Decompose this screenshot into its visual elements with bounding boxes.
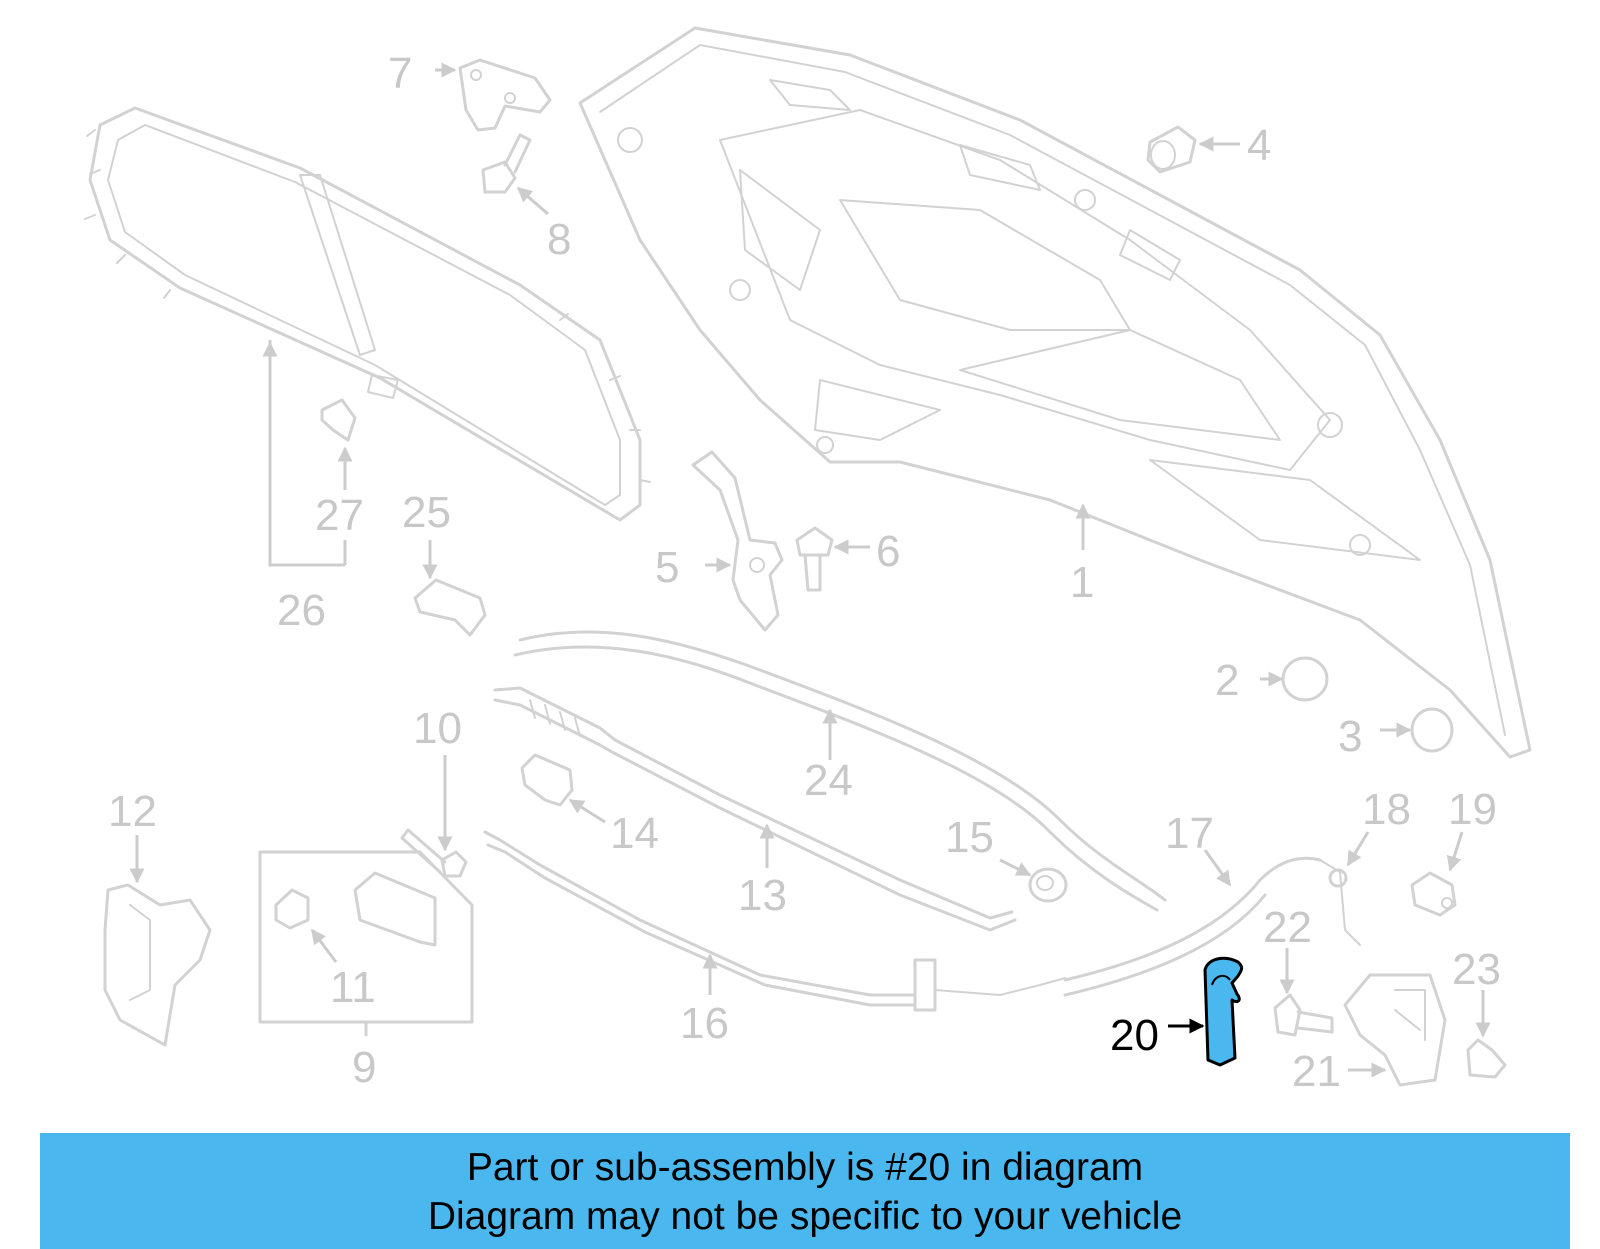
plug-2-part	[1281, 656, 1329, 702]
bumper-25-part	[413, 578, 487, 637]
leader-17	[1203, 849, 1232, 887]
callout-20: 20	[1110, 1011, 1159, 1060]
callout-2: 2	[1215, 656, 1239, 705]
callout-5: 5	[655, 543, 679, 592]
weatherstrip-part	[513, 630, 1167, 912]
leader-14	[568, 798, 606, 824]
callout-8: 8	[547, 215, 571, 264]
leader-18	[1346, 831, 1370, 867]
callout-3: 3	[1338, 712, 1362, 761]
clip-19-part	[1410, 871, 1457, 917]
callout-23: 23	[1452, 945, 1501, 994]
clip-27-part	[320, 398, 357, 442]
leader-11	[310, 928, 338, 963]
caption-line-1: Part or sub-assembly is #20 in diagram	[466, 1146, 1144, 1189]
callout-16: 16	[680, 999, 729, 1048]
hinge-part	[691, 450, 784, 632]
hood-clip-part	[458, 58, 552, 132]
callout-26: 26	[277, 586, 326, 635]
caption-line-2: Diagram may not be specific to your vehi…	[427, 1195, 1183, 1238]
leader-15	[999, 858, 1032, 877]
bolt-6-part	[795, 526, 834, 592]
callout-10: 10	[413, 704, 462, 753]
bolt-8-part	[481, 133, 532, 194]
callout-1: 1	[1070, 558, 1094, 607]
cable-17-part	[1063, 856, 1361, 997]
callout-9: 9	[352, 1043, 376, 1092]
bracket-12-part	[103, 883, 212, 1047]
bolt-22-part	[1273, 993, 1334, 1037]
leader-lines	[129, 62, 1491, 1078]
part-18	[1328, 868, 1348, 888]
release-cable-part	[483, 830, 1066, 1012]
callout-22: 22	[1263, 903, 1312, 952]
callout-15: 15	[945, 813, 994, 862]
callout-7: 7	[388, 49, 412, 98]
bracket-21-part	[1343, 973, 1447, 1087]
caption-banner: Part or sub-assembly is #20 in diagram D…	[40, 1133, 1570, 1249]
group-9-box	[258, 850, 474, 1037]
callout-12: 12	[108, 787, 157, 836]
bumper-4-part	[1146, 125, 1197, 174]
support-rod-part	[493, 686, 1017, 932]
callout-27: 27	[315, 491, 364, 540]
hood-panel-part	[578, 26, 1532, 759]
grommet-15-part	[1028, 867, 1068, 903]
leader-8	[516, 186, 549, 216]
callout-14: 14	[610, 809, 659, 858]
leader-19	[1446, 831, 1464, 872]
latch-handle-20-part	[1203, 956, 1244, 1067]
callout-11: 11	[330, 963, 376, 1012]
callout-18: 18	[1362, 785, 1411, 834]
callout-25: 25	[402, 488, 451, 537]
callout-13: 13	[738, 871, 787, 920]
callout-labels: 1 2 3 4 5 6 7 8 9 10 11 12 13 14 15 16 1…	[108, 49, 1501, 1096]
callout-6: 6	[876, 527, 900, 576]
callout-24: 24	[804, 756, 853, 805]
clip-23-part	[1466, 1038, 1507, 1079]
clip-14-part	[520, 753, 574, 807]
callout-21: 21	[1292, 1047, 1341, 1096]
callout-17: 17	[1165, 809, 1214, 858]
callout-19: 19	[1448, 785, 1497, 834]
callout-4: 4	[1247, 121, 1271, 170]
plug-3-part	[1410, 707, 1454, 753]
hood-insulator-part	[84, 106, 651, 522]
